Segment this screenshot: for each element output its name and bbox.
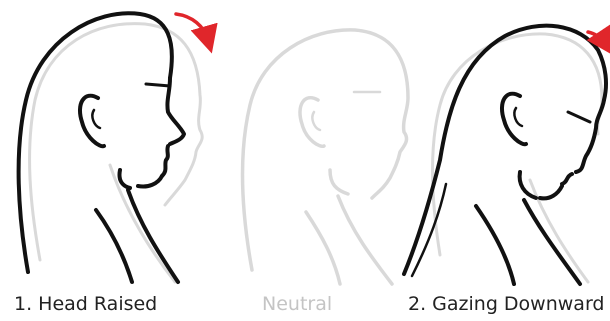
rotation-arrow-icon xyxy=(176,14,208,40)
caption-neutral: Neutral xyxy=(262,292,332,316)
panel-neutral xyxy=(243,30,408,284)
neutral-figure xyxy=(243,30,408,284)
ear-icon xyxy=(502,94,526,145)
ear-icon xyxy=(80,96,104,147)
eye-mark xyxy=(146,84,170,86)
panel-gazing-downward xyxy=(404,26,606,284)
eye-mark xyxy=(568,112,590,122)
caption-head-raised: 1. Head Raised xyxy=(14,292,157,316)
ghost-neutral-outline xyxy=(432,34,602,282)
caption-gazing-downward: 2. Gazing Downward xyxy=(408,292,605,316)
ear-icon xyxy=(300,98,324,147)
panel-head-raised xyxy=(19,13,208,282)
